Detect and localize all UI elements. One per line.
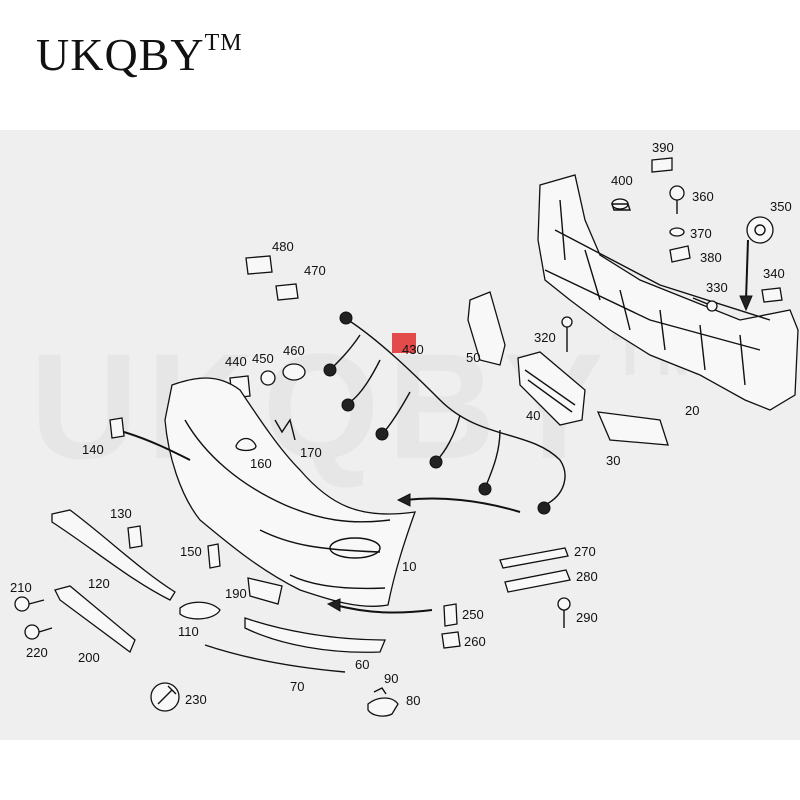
highlight-marker-430 [392, 333, 416, 353]
arrow-to-bumper-1 [404, 497, 521, 513]
strip-60 [244, 617, 386, 653]
label-440-text: 440 [225, 354, 247, 369]
label-220: 220 [26, 645, 48, 660]
label-110: 110 [178, 624, 199, 639]
arrow-140 [123, 431, 191, 461]
clip-90 [373, 687, 387, 695]
arrowhead-1 [396, 493, 411, 507]
clip-340 [761, 287, 783, 303]
label-450: 450 [252, 351, 274, 366]
label-140: 140 [82, 442, 104, 457]
label-260: 260 [464, 634, 486, 649]
wrench-icon [150, 682, 180, 712]
label-30: 30 [606, 453, 620, 468]
mesh-grille-120 [51, 509, 176, 601]
label-460: 460 [283, 343, 305, 358]
label-280: 280 [576, 569, 598, 584]
brand-trademark: TM [204, 29, 243, 56]
label-430-text: 430 [402, 342, 424, 357]
label-190: 190 [225, 586, 247, 601]
bracket-270 [499, 547, 569, 569]
part-140 [109, 417, 125, 439]
part-470 [275, 283, 299, 301]
label-50: 50 [466, 350, 480, 365]
crossmember-20 [537, 174, 799, 411]
label-350: 350 [770, 199, 792, 214]
arrow-to-bumper-2 [334, 604, 433, 614]
plate-200 [54, 585, 136, 654]
label-380: 380 [700, 250, 722, 265]
part-480 [245, 255, 273, 275]
label-160: 160 [250, 456, 272, 471]
footer [0, 740, 800, 800]
cover-80 [367, 697, 399, 717]
label-320: 320 [534, 330, 556, 345]
label-370: 370 [690, 226, 712, 241]
arrowhead-2 [326, 598, 341, 612]
fasteners-360-400 [611, 157, 691, 263]
clip-170 [274, 418, 296, 441]
label-70: 70 [290, 679, 304, 694]
bracket-50 [467, 291, 506, 366]
label-250: 250 [462, 607, 484, 622]
bracket-150 [207, 543, 221, 569]
brand-logo: UKQBYTM [36, 28, 243, 81]
line-70 [204, 644, 346, 673]
trim-190 [247, 577, 283, 605]
fasteners-250-260 [441, 603, 461, 649]
bolts-320-330 [561, 297, 718, 352]
label-270: 270 [574, 544, 596, 559]
label-290: 290 [576, 610, 598, 625]
label-60: 60 [355, 657, 369, 672]
label-210: 210 [10, 580, 32, 595]
label-480: 480 [272, 239, 294, 254]
label-230: 230 [185, 692, 207, 707]
bracket-130 [127, 525, 143, 549]
bracket-280 [504, 569, 571, 593]
label-20: 20 [685, 403, 699, 418]
part-350 [739, 216, 774, 312]
label-40: 40 [526, 408, 540, 423]
grille-40-slats [524, 369, 576, 413]
label-10: 10 [402, 559, 416, 574]
label-200: 200 [78, 650, 100, 665]
label-130: 130 [110, 506, 132, 521]
header: UKQBYTM [0, 0, 800, 130]
label-340: 340 [763, 266, 785, 281]
label-120: 120 [88, 576, 110, 591]
brand-name: UKQBY [36, 29, 205, 80]
cap-160 [235, 437, 257, 452]
label-400: 400 [611, 173, 633, 188]
label-390: 390 [652, 140, 674, 155]
screws-210-220 [14, 596, 53, 640]
wiring-harness-430 [323, 311, 566, 515]
label-470: 470 [304, 263, 326, 278]
bolt-290 [557, 597, 571, 628]
label-330: 330 [706, 280, 728, 295]
label-90: 90 [384, 671, 398, 686]
cover-110 [179, 601, 221, 620]
label-360: 360 [692, 189, 714, 204]
bumper-cover-10 [164, 377, 416, 607]
bracket-30 [596, 411, 669, 446]
label-80: 80 [406, 693, 420, 708]
label-150: 150 [180, 544, 202, 559]
part-labels: 390 400 360 350 370 380 340 330 320 480 … [10, 140, 792, 708]
label-170: 170 [300, 445, 322, 460]
